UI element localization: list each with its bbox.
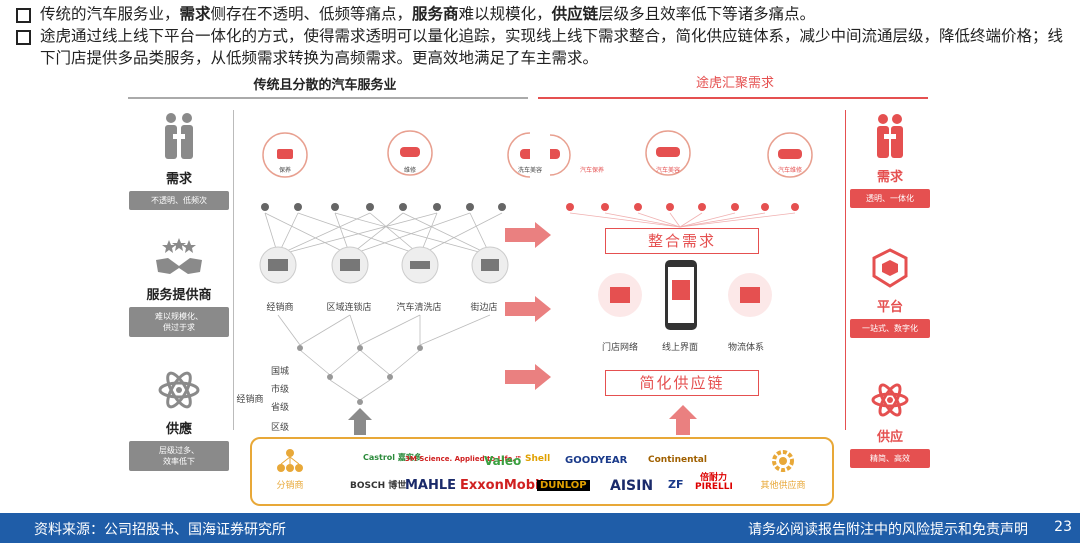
transition-arrow-icon bbox=[505, 296, 551, 322]
brand-logo: AISIN bbox=[610, 478, 654, 494]
right-header-rule bbox=[538, 97, 928, 99]
distributor-network-icon bbox=[277, 449, 303, 472]
left-row-title: 需求 bbox=[165, 172, 192, 187]
bullet-bold: 服务商 bbox=[412, 5, 459, 23]
brand-logo: 3M Science. Applied to Life.™ bbox=[405, 455, 522, 463]
dealer-level: 省级 bbox=[270, 403, 289, 413]
left-row-provider: 服务提供商 难以规模化、 供过于求 bbox=[126, 238, 232, 337]
right-row-title: 需求 bbox=[876, 170, 903, 185]
bullet-text: 难以规模化， bbox=[458, 5, 552, 23]
intro-bullets: 传统的汽车服务业，需求侧存在不透明、低频等痛点，服务商难以规模化，供应链层级多且… bbox=[14, 3, 1064, 69]
gear-icon bbox=[772, 450, 794, 472]
left-row-demand: 需求 不透明、低频次 bbox=[126, 110, 232, 210]
left-section-header: 传统且分散的汽车服务业 bbox=[253, 78, 397, 93]
source-note: 资料来源：公司招股书、国海证券研究所 bbox=[34, 522, 286, 538]
service-label: 区域连锁店 bbox=[326, 303, 372, 313]
dealer-level: 国城 bbox=[270, 367, 289, 377]
brand-logo: Continental bbox=[648, 455, 707, 465]
demand-label: 汽车美容 bbox=[655, 167, 680, 174]
brand-logo: Castrol 嘉实多 bbox=[363, 453, 422, 462]
demand-label: 洗车美容 bbox=[517, 167, 542, 174]
handshake-stars-icon bbox=[156, 238, 202, 274]
brand-logo: MAHLE bbox=[405, 478, 457, 493]
bullet-1: 传统的汽车服务业，需求侧存在不透明、低频等痛点，服务商难以规模化，供应链层级多且… bbox=[14, 3, 1064, 25]
right-row-demand: 需求 透明、一体化 bbox=[848, 112, 932, 208]
other-supplier-label: 其他供应商 bbox=[760, 481, 806, 491]
left-row-supply: 供應 层级过多、 效率低下 bbox=[126, 368, 232, 471]
left-row-tag: 不透明、低频次 bbox=[129, 191, 229, 210]
demand-label: 汽车保养 bbox=[579, 167, 604, 174]
simplify-supply-box: 简化供应链 bbox=[605, 370, 759, 396]
brand-logo: Shell bbox=[525, 454, 551, 464]
transition-arrow-icon bbox=[505, 222, 551, 248]
right-row-platform: 平台 一站式、数字化 bbox=[848, 246, 932, 338]
handshake-people-icon bbox=[877, 114, 903, 158]
footer-bar: 资料来源：公司招股书、国海证券研究所 请务必阅读报告附注中的风险提示和免责声明 … bbox=[0, 513, 1080, 543]
left-row-tag: 难以规模化、 供过于求 bbox=[129, 307, 229, 337]
bullet-text: 侧存在不透明、低频等痛点， bbox=[210, 5, 413, 23]
bullet-text: 传统的汽车服务业， bbox=[40, 5, 180, 23]
brand-logo: Valeo bbox=[484, 454, 522, 468]
left-row-title: 供應 bbox=[165, 422, 192, 437]
brand-logo: PIRELLI bbox=[695, 482, 733, 492]
brand-logo: GOODYEAR bbox=[565, 455, 628, 466]
service-label: 街边店 bbox=[470, 303, 498, 313]
left-row-tag: 层级过多、 效率低下 bbox=[129, 441, 229, 471]
right-row-title: 供应 bbox=[876, 430, 903, 445]
bullet-text: 途虎通过线上线下平台一体化的方式，使得需求透明可以量化追踪，实现线上线下需求整合… bbox=[40, 27, 1064, 67]
right-row-tag: 精简、高效 bbox=[850, 449, 930, 468]
platform-label: 线上界面 bbox=[661, 343, 698, 353]
tuhu-network-diagram bbox=[550, 130, 813, 435]
brand-logo: 倍耐力 bbox=[700, 473, 728, 483]
other-supplier-block: 其他供应商 bbox=[748, 448, 818, 491]
checkbox-icon bbox=[16, 8, 31, 23]
demand-label: 维修 bbox=[403, 167, 416, 174]
atom-icon bbox=[158, 371, 200, 409]
bullet-2: 途虎通过线上线下平台一体化的方式，使得需求透明可以量化追踪，实现线上线下需求整合… bbox=[14, 25, 1064, 69]
right-divider bbox=[845, 110, 846, 430]
bullet-bold: 供应链 bbox=[551, 5, 599, 23]
bullet-text: 层级多且效率低下等诸多痛点。 bbox=[598, 5, 816, 23]
platform-label: 门店网络 bbox=[601, 343, 638, 353]
checkbox-icon bbox=[16, 30, 31, 45]
right-row-tag: 透明、一体化 bbox=[850, 189, 930, 208]
platform-label: 物流体系 bbox=[727, 343, 764, 353]
transition-arrow-icon bbox=[505, 364, 551, 390]
demand-label: 汽车维修 bbox=[777, 167, 802, 174]
disclaimer: 请务必阅读报告附注中的风险提示和免责声明 bbox=[748, 522, 1028, 538]
service-label: 汽车清洗店 bbox=[396, 303, 442, 313]
dealer-label: 经销商 bbox=[236, 395, 264, 405]
traditional-network-diagram bbox=[259, 130, 530, 435]
dealer-level: 市级 bbox=[270, 385, 289, 395]
brand-logo: ZF bbox=[668, 478, 684, 491]
left-divider bbox=[233, 110, 234, 430]
brand-logo: ExxonMobil bbox=[460, 478, 544, 493]
right-section-header: 途虎汇聚需求 bbox=[695, 76, 774, 91]
right-row-title: 平台 bbox=[876, 300, 903, 315]
integrate-demand-box: 整合需求 bbox=[605, 228, 759, 254]
left-header-rule bbox=[128, 97, 528, 99]
page-number: 23 bbox=[1054, 519, 1072, 535]
bullet-bold: 需求 bbox=[179, 5, 211, 23]
distributor-block: 分销商 bbox=[260, 448, 320, 491]
handshake-people-icon bbox=[165, 113, 193, 159]
brand-logo: DUNLOP bbox=[537, 480, 590, 491]
supply-brands-box bbox=[250, 437, 834, 506]
right-row-tag: 一站式、数字化 bbox=[850, 319, 930, 338]
dealer-level: 区级 bbox=[270, 423, 289, 433]
distributor-label: 分销商 bbox=[276, 481, 304, 491]
right-row-supply: 供应 精简、高效 bbox=[848, 380, 932, 468]
demand-label: 保养 bbox=[278, 167, 291, 174]
brand-logo: BOSCH 博世 bbox=[350, 481, 407, 491]
service-label: 经销商 bbox=[266, 303, 294, 313]
atom-icon bbox=[871, 383, 909, 417]
left-row-title: 服务提供商 bbox=[146, 288, 212, 303]
cube-network-icon bbox=[872, 248, 908, 288]
